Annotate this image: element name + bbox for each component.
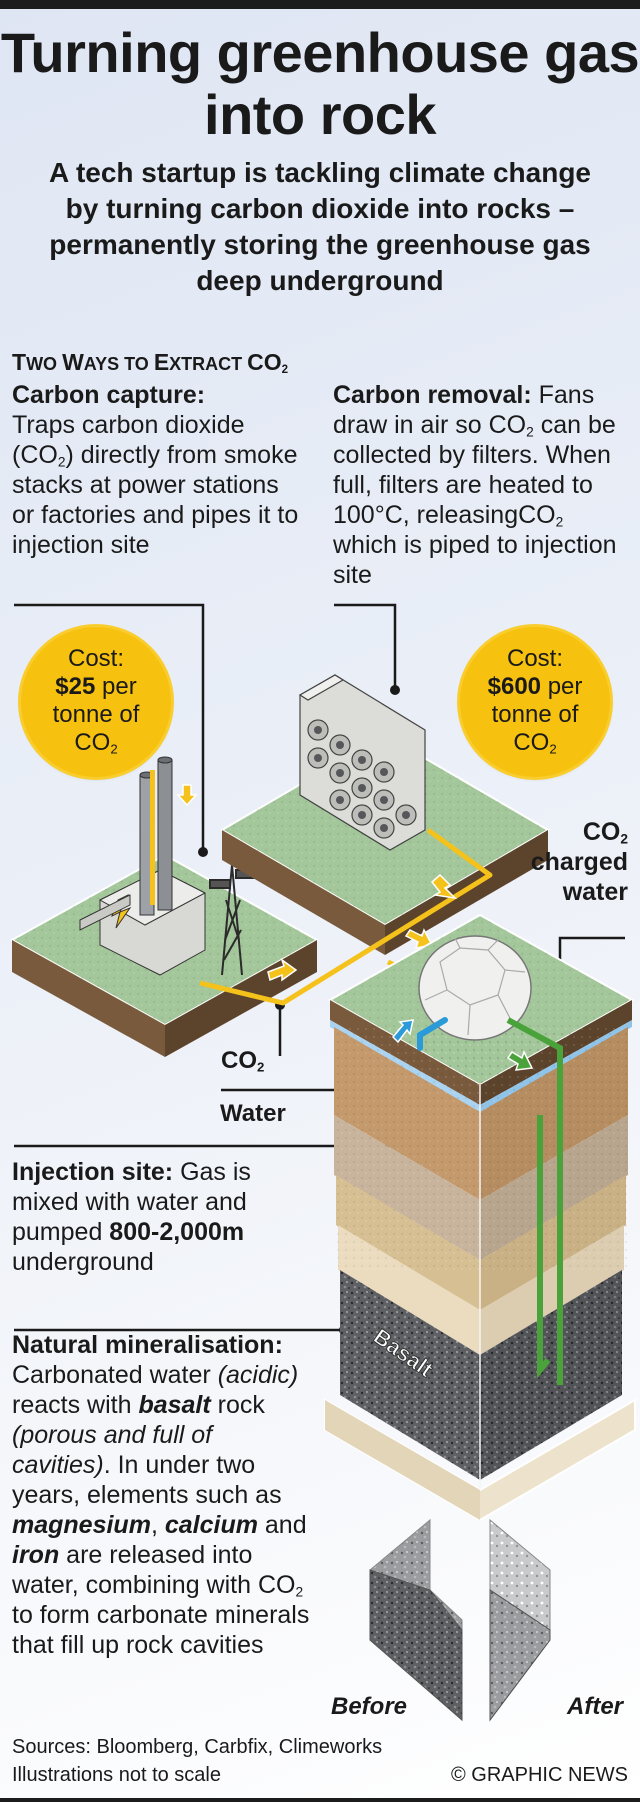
cost-badge-removal: Cost: $600 per tonne of CO2 <box>460 627 610 777</box>
charged-water-pipe <box>506 1017 563 1385</box>
co2-flow-arrows <box>176 784 458 982</box>
mineralisation-heading: Natural mineralisation: <box>12 1331 283 1359</box>
cost-amount: $600 <box>487 673 542 700</box>
cost-badge-capture: Cost: $25 per tonne of CO2 <box>21 627 171 777</box>
water-flow-arrow <box>391 1019 414 1044</box>
capture-leader-line <box>14 603 205 852</box>
section-heading: TWO WAYS TO EXTRACT CO2 <box>12 349 289 376</box>
sources-text: Sources: Bloomberg, Carbfix, Climeworks <box>12 1736 383 1758</box>
bottom-bar <box>0 1798 640 1802</box>
top-bar <box>0 0 640 9</box>
after-label: After <box>567 1693 624 1720</box>
carbon-capture-text: Carbon capture: Traps carbon dioxide (CO… <box>12 381 299 559</box>
power-station <box>79 756 207 976</box>
cost-amount: $25 <box>55 673 96 700</box>
removal-leader-dot <box>390 685 400 695</box>
smokestack <box>157 759 173 911</box>
carbon-capture-heading: Carbon capture: <box>12 381 206 409</box>
after-rock-sample <box>489 1518 551 1722</box>
water-label: Water <box>220 1100 286 1127</box>
credit-text: © GRAPHIC NEWS <box>451 1764 628 1786</box>
removal-leader-line <box>334 603 397 690</box>
fan-array <box>298 674 426 851</box>
injection-site-text: Injection site: Gas is mixed with water … <box>12 1158 251 1276</box>
injection-column <box>324 913 636 1522</box>
scale-note: Illustrations not to scale <box>12 1764 221 1786</box>
subtitle: A tech startup is tackling climate chang… <box>48 157 591 296</box>
carbon-removal-heading: Carbon removal: <box>333 381 532 409</box>
charged-flow-arrow <box>506 1050 534 1071</box>
water-pipe <box>391 1017 448 1051</box>
capture-leader-dot <box>198 847 208 857</box>
injection-site-heading: Injection site: <box>12 1158 174 1186</box>
before-rock-sample <box>369 1518 463 1722</box>
injection-depth: 800-2,000m <box>109 1218 245 1246</box>
mineralisation-text: Natural mineralisation: Carbonated water… <box>12 1331 310 1659</box>
geodesic-dome <box>418 935 532 1041</box>
carbon-removal-text: Carbon removal: Fans draw in air so CO2 … <box>333 381 617 589</box>
co2-label: CO2 <box>221 1047 265 1075</box>
charged-water-label: CO2 charged water <box>530 818 628 906</box>
before-label: Before <box>331 1693 408 1720</box>
page-title: Turning greenhouse gas into rock <box>0 21 640 146</box>
